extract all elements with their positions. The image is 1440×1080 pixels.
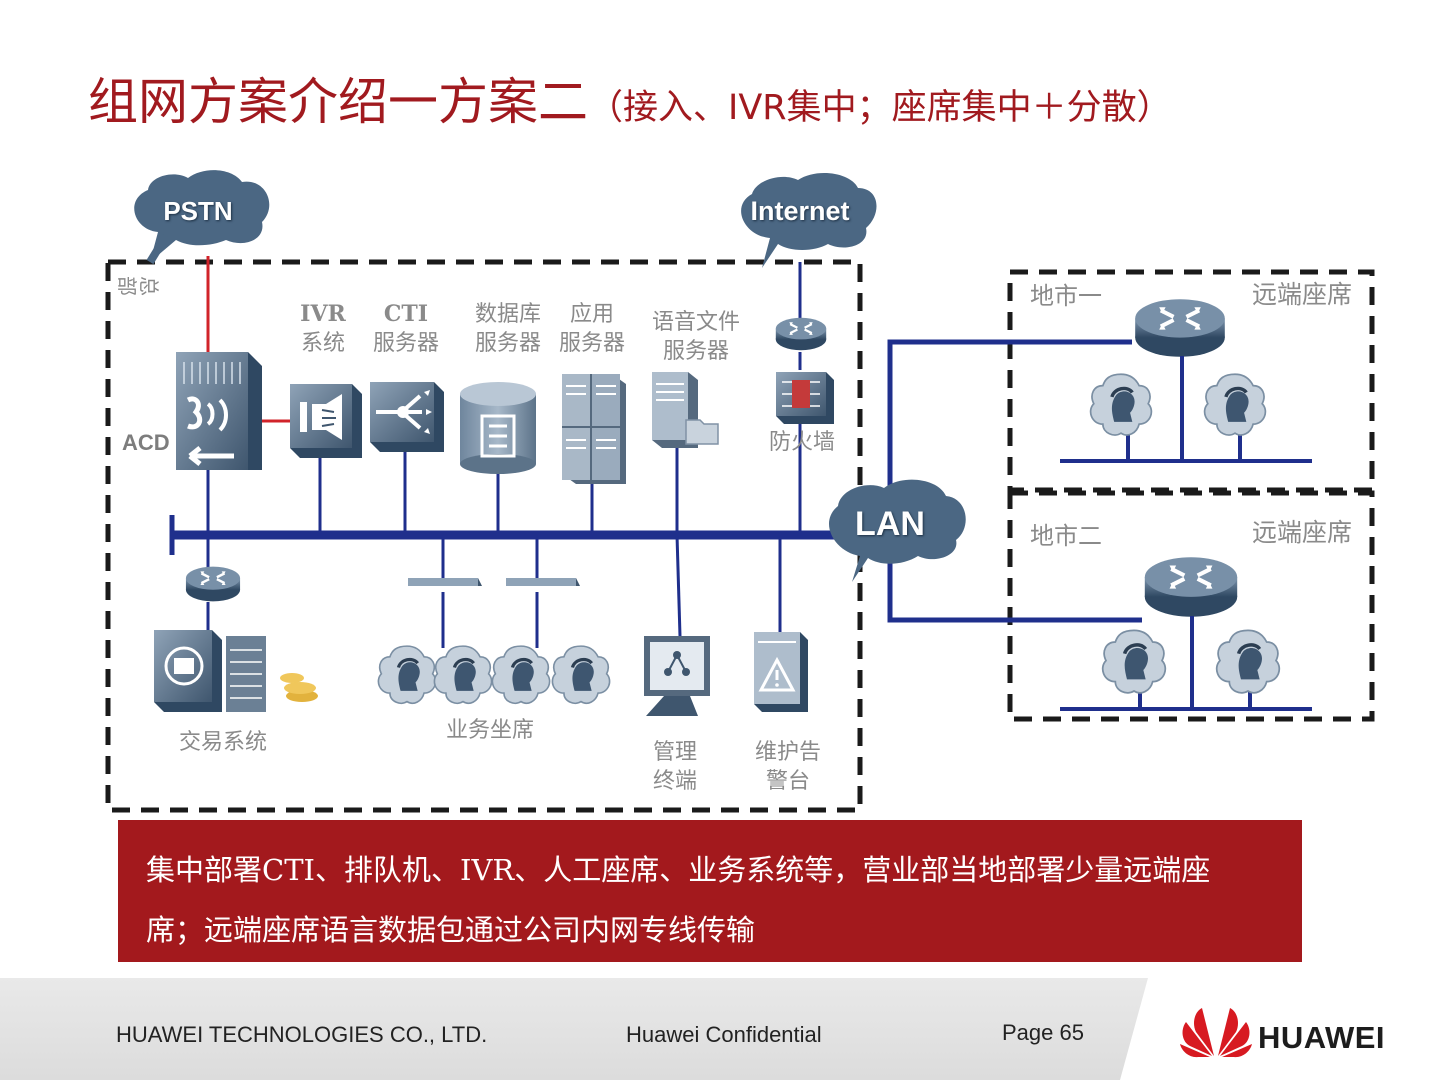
title-sub: （接入、IVR集中；座席集中＋分散） (588, 88, 1172, 128)
management-terminal-device (644, 636, 710, 716)
huawei-logo-icon (1180, 1008, 1252, 1058)
pstn-label: PSTN (163, 196, 233, 226)
brand-name: HUAWEI (1258, 1020, 1385, 1055)
db-server-label: 数据库 服务器 (474, 302, 541, 356)
pstn-cloud (134, 170, 270, 265)
summary-banner: 集中部署CTI、排队机、IVR、人工座席、业务系统等，营业部当地部署少量远端座席… (118, 820, 1302, 962)
internet-label: Internet (750, 196, 850, 226)
site1-boundary (1007, 269, 1375, 493)
site2-boundary (1007, 490, 1375, 722)
trading-router-device (184, 565, 242, 603)
voice-file-server-device (652, 372, 719, 448)
app-server-label: 应用 服务器 (558, 302, 625, 356)
app-server-device (562, 374, 626, 484)
trading-system-label: 交易系统 (178, 730, 267, 755)
wan-links (887, 339, 1142, 623)
agent-switch-1 (408, 578, 482, 586)
alarm-console-device (754, 632, 808, 712)
ivr-device (290, 384, 362, 458)
site2-seats-label: 远端座席 (1252, 518, 1353, 547)
site1-seats-label: 远端座席 (1252, 280, 1353, 309)
alarm-console-label: 维护告 警台 (754, 740, 821, 794)
acd-label: ACD (122, 430, 170, 455)
agent-switch-2 (506, 578, 580, 586)
hq-agents (376, 644, 612, 706)
footer: HUAWEI TECHNOLOGIES CO., LTD. Huawei Con… (0, 978, 1440, 1080)
site1-label: 地市一 (1030, 282, 1102, 310)
lan-label: LAN (855, 505, 925, 543)
lan-cloud (829, 479, 966, 582)
firewall-label: 防火墙 (768, 430, 835, 455)
acd-switch-device (176, 352, 262, 470)
page-number: Page 65 (1002, 1020, 1084, 1045)
site2-network (1060, 557, 1312, 711)
agents-label: 业务坐席 (445, 718, 534, 743)
ivr-label: IVR 系统 (300, 301, 346, 356)
site1-network (1060, 299, 1312, 463)
title-main: 组网方案介绍一方案二 (88, 73, 588, 131)
internet-router-device (774, 316, 828, 352)
firewall-device (776, 372, 834, 424)
hq-vertical-label: 总部 (115, 276, 161, 296)
footer-confidential: Huawei Confidential (626, 1022, 822, 1047)
mgmt-terminal-label: 管理 终端 (652, 740, 697, 794)
trading-system-device (154, 630, 318, 712)
voice-file-server-label: 语音文件 服务器 (651, 310, 740, 364)
internet-cloud (741, 173, 877, 268)
database-device (460, 382, 536, 474)
bus-drops (206, 262, 802, 648)
page-title: 组网方案介绍一方案二（接入、IVR集中；座席集中＋分散） (88, 62, 1172, 134)
cti-label: CTI 服务器 (372, 301, 439, 356)
cti-device (370, 382, 444, 452)
site2-label: 地市二 (1030, 522, 1102, 550)
footer-company: HUAWEI TECHNOLOGIES CO., LTD. (116, 1022, 488, 1047)
